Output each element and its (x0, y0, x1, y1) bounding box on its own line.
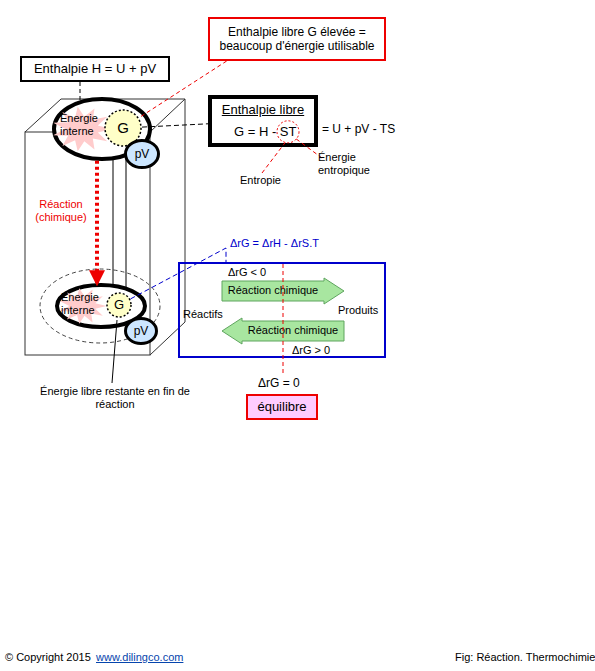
formula-label: ΔrG = 0 (258, 376, 300, 390)
energy-burst (60, 288, 107, 324)
connector (142, 124, 208, 127)
arrow-text: Réaction chimique (224, 278, 322, 304)
side-label: Réactifs (183, 308, 223, 321)
arrow-outline (222, 318, 344, 344)
formula-label: = U + pV - TS (322, 122, 395, 136)
pv-symbol: pV (124, 139, 160, 169)
equilibrium-text: équilibre (248, 396, 316, 418)
pv-symbol: pV (124, 317, 158, 345)
reaction-arrow: Réaction chimique (222, 318, 344, 344)
formula-box: Enthalpie libre G = H - ST (208, 95, 318, 147)
g-symbol: G (106, 292, 132, 318)
arrow-text: Réaction chimique (244, 318, 342, 344)
pv-blob: pV (124, 317, 158, 345)
equilibrium-line (283, 264, 284, 374)
energy-text: Énergie interne (60, 112, 106, 138)
condition-label: ΔrG < 0 (228, 266, 266, 279)
leader-line (262, 143, 285, 173)
formula-text: Enthalpie H = U + pV (22, 58, 168, 80)
formula-box: Enthalpie H = U + pV (20, 56, 170, 82)
connector (139, 61, 227, 118)
circle-outline (107, 293, 131, 317)
note-box: Enthalpie libre G élevée = beaucoup d'én… (208, 17, 386, 61)
note-label: Énergie libre restante en fin de réactio… (40, 385, 190, 411)
figure-reference: Fig: Réaction. Thermochimie. p5 (455, 651, 595, 664)
energy-burst (53, 107, 112, 152)
connector (80, 82, 81, 100)
note-label: Entropie (240, 174, 281, 187)
website-link: www.dilingco.com (96, 651, 183, 664)
note-text: Enthalpie libre G élevée = beaucoup d'én… (210, 19, 384, 59)
connector (131, 248, 227, 299)
edge-label: Réaction (chimique) (28, 198, 94, 224)
connector (95, 161, 99, 283)
condition-label: ΔrG > 0 (292, 344, 330, 357)
energy-text: Énergie interne (61, 291, 107, 317)
arrow-outline (222, 278, 344, 304)
edge-label: ΔrG = ΔrH - ΔrS.T (230, 237, 319, 250)
side-label: Produits (338, 304, 378, 317)
reaction-arrow: Réaction chimique (222, 278, 344, 304)
g-circle: G (106, 292, 132, 318)
pv-blob: pV (124, 139, 160, 169)
note-label: Énergie entropique (318, 151, 380, 177)
equilibrium-box: équilibre (246, 394, 318, 420)
leader-line (112, 320, 117, 383)
heading-text: Enthalpie libre (212, 102, 314, 118)
guide-line (126, 148, 127, 292)
guide-line (113, 148, 114, 292)
reaction-box: ΔrG < 0RéactifsProduitsΔrG > 0Réaction c… (178, 262, 386, 358)
copyright: © Copyright 2015 (5, 651, 91, 664)
entropy-highlight (277, 121, 299, 143)
formula-text: G = H - ST (234, 124, 296, 140)
